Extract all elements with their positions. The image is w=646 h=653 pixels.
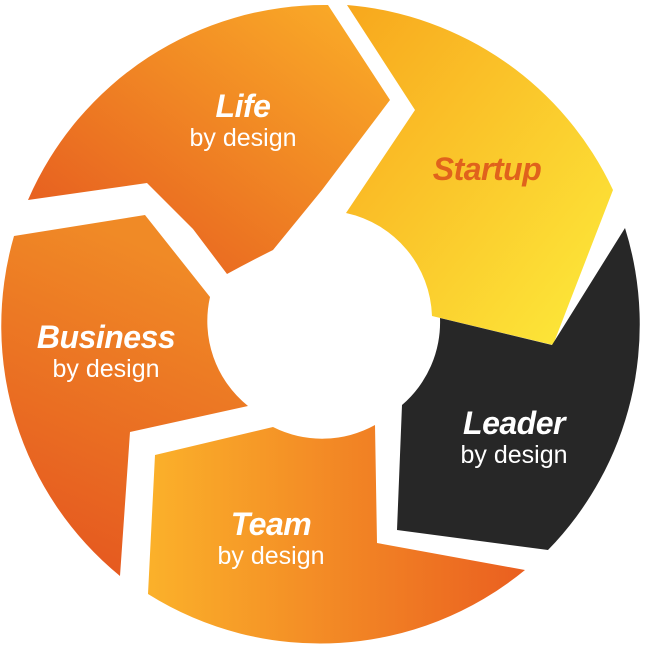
segment-leader (397, 228, 640, 550)
segment-startup (346, 5, 613, 345)
segment-business-label: Business by design (36, 319, 176, 384)
segment-life-label: Life by design (189, 89, 296, 153)
segment-business (1, 215, 248, 576)
segment-leader-title: Leader (463, 405, 565, 441)
segment-life (28, 4, 390, 275)
segment-leader-subtitle: by design (460, 441, 568, 469)
segment-team-label: Team by design (217, 507, 324, 571)
segment-startup-title: Startup (432, 151, 542, 187)
segment-business-title: Business (36, 319, 176, 355)
segment-life-title: Life (215, 88, 271, 124)
segment-business-subtitle: by design (52, 355, 160, 383)
segment-team (148, 425, 525, 644)
segment-life-subtitle: by design (189, 124, 297, 152)
segment-team-subtitle: by design (217, 542, 325, 570)
segment-startup-label: Startup (433, 152, 542, 186)
segment-team-title: Team (230, 506, 312, 542)
segment-leader-label: Leader by design (460, 406, 567, 470)
